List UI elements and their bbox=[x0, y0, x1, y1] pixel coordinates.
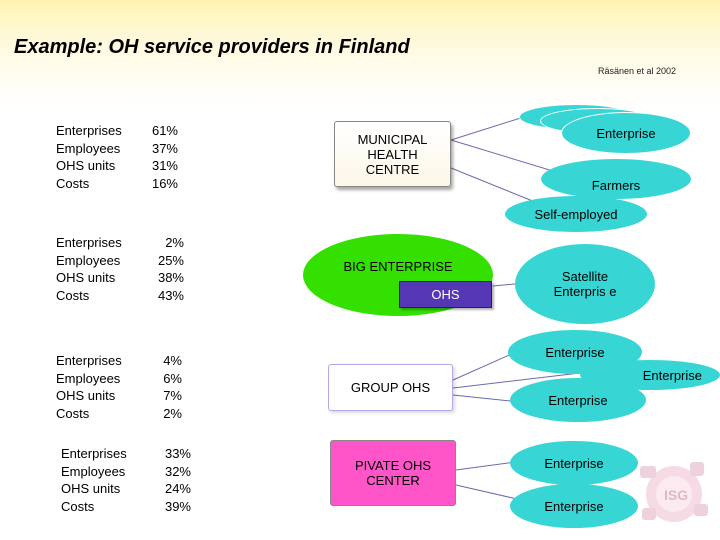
stat-value: 61% bbox=[151, 123, 178, 138]
private-ohs-label: PIVATE OHS CENTER bbox=[354, 458, 432, 488]
stat-label: OHS units bbox=[56, 388, 116, 404]
stats-group: Enterprises 4% Employees 6% OHS units 7% Co… bbox=[56, 352, 182, 422]
stat-row: Employees 32% bbox=[61, 463, 191, 481]
connector-line bbox=[452, 394, 521, 403]
svg-text:ISG: ISG bbox=[664, 487, 688, 503]
connector-line bbox=[450, 139, 567, 176]
stat-value: 32% bbox=[164, 463, 191, 479]
client-label: Enterprise bbox=[545, 344, 605, 360]
group-ohs-label: GROUP OHS bbox=[350, 380, 431, 395]
header-band bbox=[0, 0, 720, 110]
stat-row: Enterprises 4% bbox=[56, 352, 182, 370]
stat-label: Enterprises bbox=[56, 123, 122, 138]
ohs-logo-icon: ISG bbox=[640, 462, 708, 522]
client-label: Self-employed bbox=[534, 206, 618, 222]
stat-row: Costs 16% bbox=[56, 175, 178, 193]
stat-value: 31% bbox=[151, 158, 178, 174]
stat-label: Costs bbox=[56, 287, 90, 303]
client-ellipse-farmers: Farmers bbox=[541, 159, 691, 199]
stat-label: Employees bbox=[56, 140, 121, 156]
stat-value: 39% bbox=[164, 498, 191, 514]
stat-row: Employees 6% bbox=[56, 370, 182, 388]
client-ellipse-private-1: Enterprise bbox=[510, 441, 638, 485]
municipal-label: MUNICIPAL HEALTH CENTRE bbox=[357, 131, 428, 177]
stat-label: Employees bbox=[56, 370, 121, 386]
big-enterprise-ohs-box: OHS bbox=[399, 281, 492, 308]
client-label: Enterprise bbox=[642, 367, 702, 383]
stat-value: 4% bbox=[163, 353, 182, 368]
municipal-health-centre-box: MUNICIPAL HEALTH CENTRE bbox=[334, 121, 451, 187]
stat-row: Enterprises 2% bbox=[56, 234, 184, 252]
client-ellipse-satellite: Satellite Enterpris e bbox=[515, 244, 655, 324]
stat-label: OHS units bbox=[61, 481, 121, 497]
client-label: Satellite Enterpris e bbox=[553, 269, 617, 299]
stat-row: Costs 39% bbox=[61, 498, 191, 516]
stat-label: Enterprises bbox=[56, 235, 122, 250]
client-label: Enterprise bbox=[544, 455, 604, 471]
stat-value: 38% bbox=[157, 270, 184, 286]
stat-value: 2% bbox=[165, 235, 184, 250]
stat-value: 24% bbox=[164, 481, 191, 497]
stat-label: Costs bbox=[56, 405, 90, 421]
client-ellipse-private-2: Enterprise bbox=[510, 484, 638, 528]
stat-label: Enterprises bbox=[56, 353, 122, 368]
stat-label: Employees bbox=[61, 463, 126, 479]
client-label: Enterprise bbox=[548, 392, 608, 408]
stat-label: Costs bbox=[56, 175, 90, 191]
stat-value: 16% bbox=[151, 175, 178, 191]
stat-row: OHS units 24% bbox=[61, 480, 191, 498]
stat-label: OHS units bbox=[56, 270, 116, 286]
big-enterprise-label: BIG ENTERPRISE bbox=[343, 259, 453, 274]
stat-row: Enterprises 33% bbox=[61, 445, 191, 463]
stat-label: Costs bbox=[61, 498, 95, 514]
stat-row: Employees 25% bbox=[56, 252, 184, 270]
client-label: Enterprise bbox=[544, 498, 604, 514]
stat-value: 37% bbox=[151, 140, 178, 156]
connector-line bbox=[492, 283, 516, 287]
group-ohs-box: GROUP OHS bbox=[328, 364, 453, 411]
stat-row: Costs 2% bbox=[56, 405, 182, 423]
stat-row: Employees 37% bbox=[56, 140, 178, 158]
stat-label: OHS units bbox=[56, 158, 116, 174]
stat-value: 25% bbox=[157, 252, 184, 268]
connector-line bbox=[450, 114, 531, 141]
stat-value: 33% bbox=[164, 446, 191, 461]
stat-value: 6% bbox=[163, 370, 182, 386]
client-label: Farmers bbox=[591, 178, 641, 193]
stat-label: Employees bbox=[56, 252, 121, 268]
connector-line bbox=[452, 372, 581, 389]
stat-value: 7% bbox=[163, 388, 182, 404]
stat-value: 2% bbox=[163, 405, 182, 421]
stats-private: Enterprises 33% Employees 32% OHS units 24%… bbox=[61, 445, 191, 515]
client-ellipse-self-employed: Self-employed bbox=[505, 196, 647, 232]
stat-row: OHS units 31% bbox=[56, 157, 178, 175]
stat-label: Enterprises bbox=[61, 446, 127, 461]
stat-row: Costs 43% bbox=[56, 287, 184, 305]
client-label: Enterprise bbox=[596, 125, 656, 141]
client-ellipse-group-3: Enterprise bbox=[510, 378, 646, 422]
page-title: Example: OH service providers in Finland bbox=[14, 36, 410, 58]
stat-row: OHS units 7% bbox=[56, 387, 182, 405]
stats-municipal: Enterprises 61% Employees 37% OHS units 31%… bbox=[56, 122, 178, 192]
client-ellipse-enterprise: Enterprise bbox=[561, 112, 691, 154]
ohs-label: OHS bbox=[431, 287, 460, 302]
stat-value: 43% bbox=[157, 287, 184, 303]
source-citation: Räsänen et al 2002 bbox=[598, 66, 677, 76]
stat-row: Enterprises 61% bbox=[56, 122, 178, 140]
private-ohs-center-box: PIVATE OHS CENTER bbox=[330, 440, 456, 506]
stat-row: OHS units 38% bbox=[56, 269, 184, 287]
